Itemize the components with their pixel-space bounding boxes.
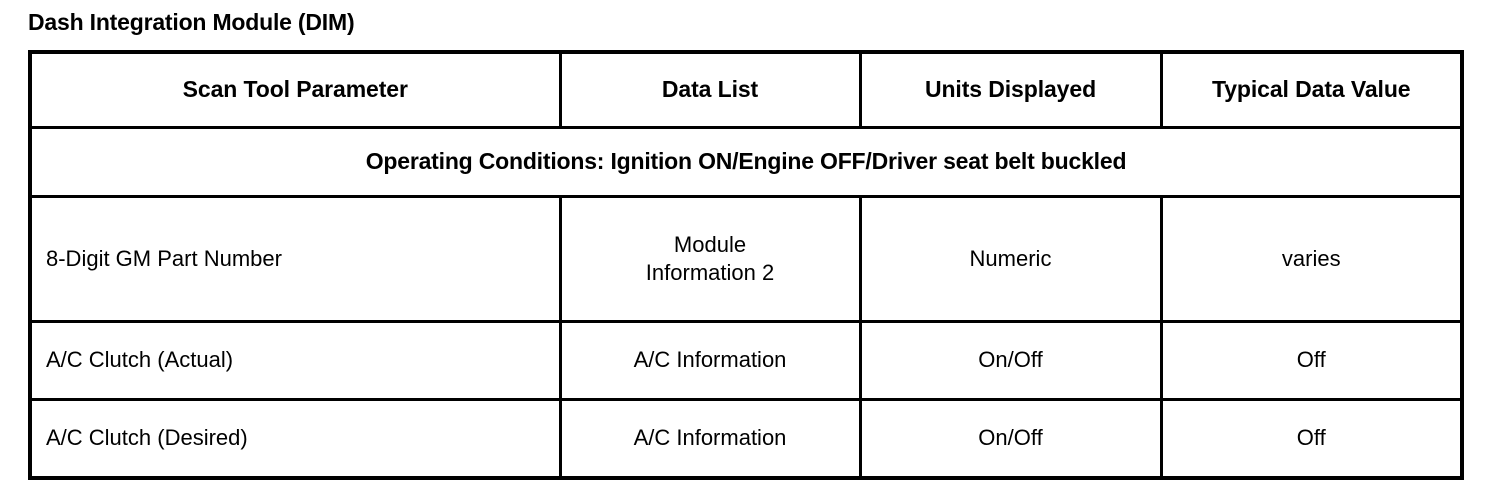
table-header: Scan Tool Parameter Data List Units Disp… [28, 50, 1464, 129]
header-row: Scan Tool Parameter Data List Units Disp… [28, 50, 1464, 129]
operating-conditions-row: Operating Conditions: Ignition ON/Engine… [28, 126, 1464, 198]
cell-typical-value: Off [1159, 398, 1464, 480]
cell-data-list-line-2: Information 2 [645, 260, 775, 285]
cell-typical-value: varies [1159, 195, 1464, 323]
table-body: Operating Conditions: Ignition ON/Engine… [28, 126, 1464, 480]
cell-data-list-line-1: Module [673, 231, 747, 257]
cell-typical-value: Off [1159, 320, 1464, 401]
column-header-data-list: Data List [558, 50, 862, 129]
cell-units: On/Off [858, 398, 1163, 480]
table-row: A/C Clutch (Desired) A/C Information On/… [28, 398, 1464, 480]
cell-parameter: A/C Clutch (Actual) [28, 320, 562, 401]
column-header-typical-data-value: Typical Data Value [1159, 50, 1464, 129]
table-row: A/C Clutch (Actual) A/C Information On/O… [28, 320, 1464, 401]
operating-conditions-text: Operating Conditions: Ignition ON/Engine… [28, 126, 1464, 198]
column-header-units-displayed: Units Displayed [858, 50, 1163, 129]
cell-data-list: A/C Information [558, 398, 862, 480]
cell-parameter: 8-Digit GM Part Number [28, 195, 562, 323]
module-title: Dash Integration Module (DIM) [28, 9, 355, 35]
cell-parameter: A/C Clutch (Desired) [28, 398, 562, 480]
cell-units: On/Off [858, 320, 1163, 401]
cell-data-list: Module Information 2 [558, 195, 862, 323]
cell-data-list: A/C Information [558, 320, 862, 401]
table-row: 8-Digit GM Part Number Module Informatio… [28, 195, 1464, 323]
cell-units: Numeric [858, 195, 1163, 323]
column-header-scan-tool-parameter: Scan Tool Parameter [28, 50, 562, 129]
scan-tool-parameter-table: Scan Tool Parameter Data List Units Disp… [28, 50, 1464, 480]
